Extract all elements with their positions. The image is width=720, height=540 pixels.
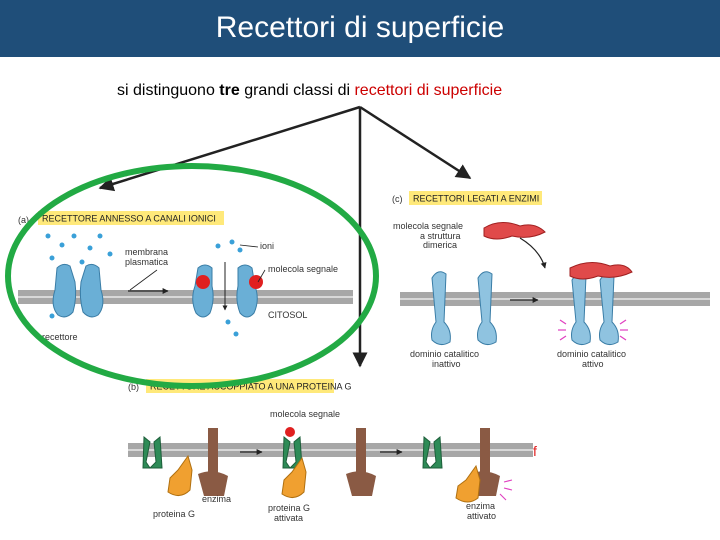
pointer-arrows — [98, 105, 472, 368]
g-protein-active-label-1: proteina G — [268, 503, 310, 513]
membrane-label-2: plasmatica — [125, 257, 168, 267]
panel-b-heading: RECETTORE ACCOPPIATO A UNA PROTEINA G — [150, 382, 352, 392]
enzyme-label: enzima — [202, 494, 231, 504]
svg-text:f: f — [533, 443, 537, 459]
panel-b-letter: (b) — [128, 382, 139, 392]
ions-label: ioni — [260, 241, 274, 251]
active-domain-label-2: attivo — [582, 359, 604, 369]
panel-c-heading: RECETTORI LEGATI A ENZIMI — [413, 194, 539, 204]
gpcr-stage-1 — [142, 428, 228, 496]
panel-c-heading-highlight — [409, 191, 542, 205]
receptor-open — [192, 264, 214, 318]
receptor-closed — [52, 263, 77, 318]
panel-a: (a) RECETTORE ANNESSO A CANALI IONICI me… — [18, 211, 353, 342]
membrane-label-1: membrana — [125, 247, 168, 257]
intro-part-1: si distinguono — [117, 82, 220, 99]
signal-molecule-label-a: molecola segnale — [268, 264, 338, 274]
panel-b-heading-highlight — [146, 379, 334, 393]
intro-emphasis: tre — [219, 82, 240, 99]
panel-a-heading: RECETTORE ANNESSO A CANALI IONICI — [42, 214, 216, 224]
g-protein-active-label-2: attivata — [274, 513, 303, 523]
gpcr-stage-3: f — [422, 428, 537, 503]
cytosol-label: CITOSOL — [268, 310, 307, 320]
g-protein-label: proteina G — [153, 509, 195, 519]
gpcr-stage-2 — [281, 427, 376, 498]
panel-a-heading-highlight — [38, 211, 224, 225]
title-bar — [0, 0, 720, 57]
panel-a-letter: (a) — [18, 215, 29, 225]
receptor-label: recettore — [42, 332, 78, 342]
ions — [45, 233, 243, 337]
arrow-to-panel-c — [359, 105, 472, 180]
intro-highlight: recettori di superficie — [354, 82, 503, 99]
arrow-to-panel-a — [98, 105, 361, 192]
receptor-inactive — [431, 271, 497, 346]
enzyme-active-label-2: attivato — [467, 511, 496, 521]
dimer-signal-label-2: a struttura — [420, 231, 461, 241]
intro-sentence: si distinguono tre grandi classi di rece… — [0, 80, 720, 102]
receptor-active — [571, 273, 619, 346]
page-title: Recettori di superficie — [215, 11, 505, 44]
panel-c: (c) RECETTORI LEGATI A ENZIMI molecola s… — [392, 191, 710, 369]
panel-c-letter: (c) — [392, 194, 403, 204]
inactive-domain-label-2: inattivo — [432, 359, 461, 369]
signal-molecule-a — [196, 275, 210, 289]
active-domain-label-1: dominio catalitico — [557, 349, 626, 359]
highlight-ellipse — [5, 163, 379, 389]
enzyme-active-label-1: enzima — [466, 501, 495, 511]
dimer-signal-molecule — [483, 222, 546, 240]
intro-part-3: grandi classi di — [239, 82, 355, 99]
panel-b: (b) RECETTORE ACCOPPIATO A UNA PROTEINA … — [128, 379, 537, 523]
inactive-domain-label-1: dominio catalitico — [410, 349, 479, 359]
signal-molecule-label-b: molecola segnale — [270, 409, 340, 419]
dimer-signal-label-3: dimerica — [423, 240, 457, 250]
dimer-signal-label-1: molecola segnale — [393, 221, 463, 231]
